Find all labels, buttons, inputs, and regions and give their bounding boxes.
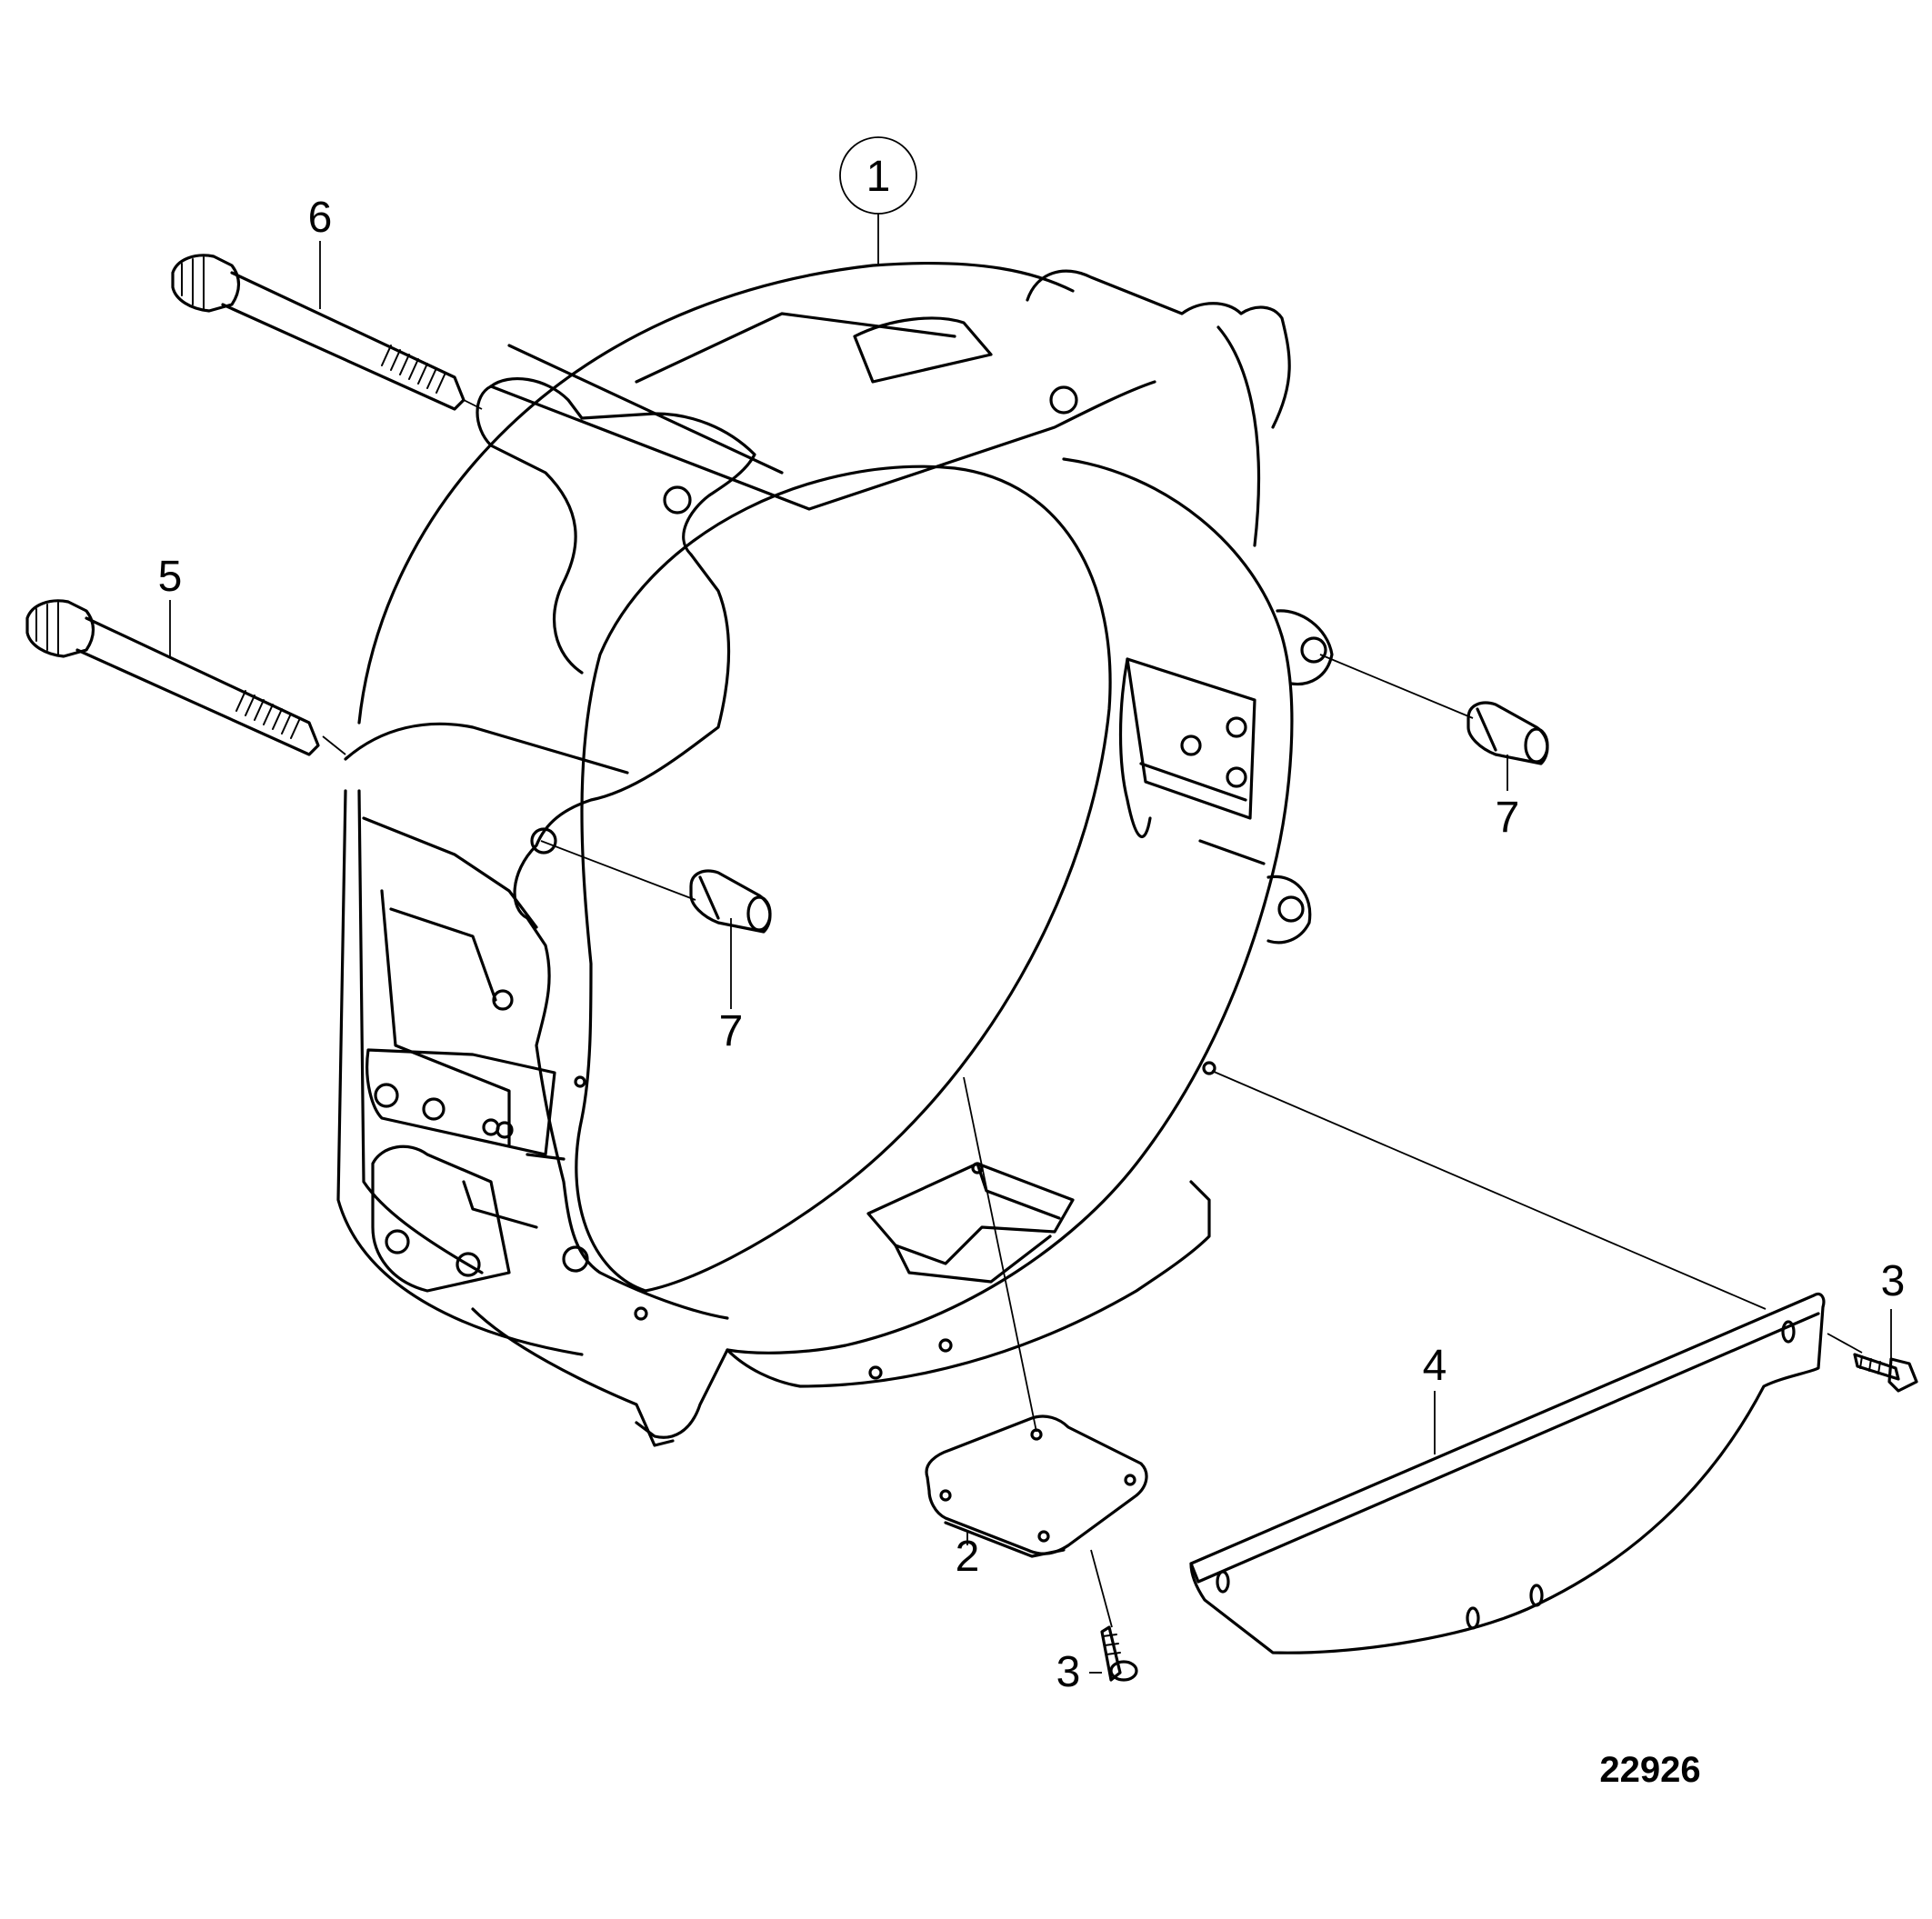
flywheel-housing [336,261,1334,1447]
screw-bottom [1100,1625,1138,1682]
callout-labels: 1 2 3 3 4 5 6 7 7 [158,153,1906,1696]
dowel-center [689,869,772,934]
callout-label-4: 4 [1423,1342,1447,1390]
assembly-lines [322,399,1863,1628]
callout-label-2: 2 [956,1533,980,1581]
callout-label-3-bottom: 3 [1056,1648,1081,1696]
bolt-upper [171,254,465,411]
callout-label-3-right: 3 [1881,1257,1906,1305]
screw-right [1853,1353,1918,1393]
figure-id: 22926 [1599,1750,1700,1790]
guard-plate [1189,1292,1826,1654]
callout-label-6: 6 [308,194,333,242]
callout-label-1: 1 [866,153,891,201]
callout-label-7-center: 7 [719,1007,744,1055]
cover-plate [925,1414,1148,1558]
callout-leaders [169,136,1892,1674]
dowel-right [1467,701,1549,765]
bolt-lower [25,599,320,756]
callout-label-5: 5 [158,553,183,601]
callout-label-7-right: 7 [1496,794,1520,842]
